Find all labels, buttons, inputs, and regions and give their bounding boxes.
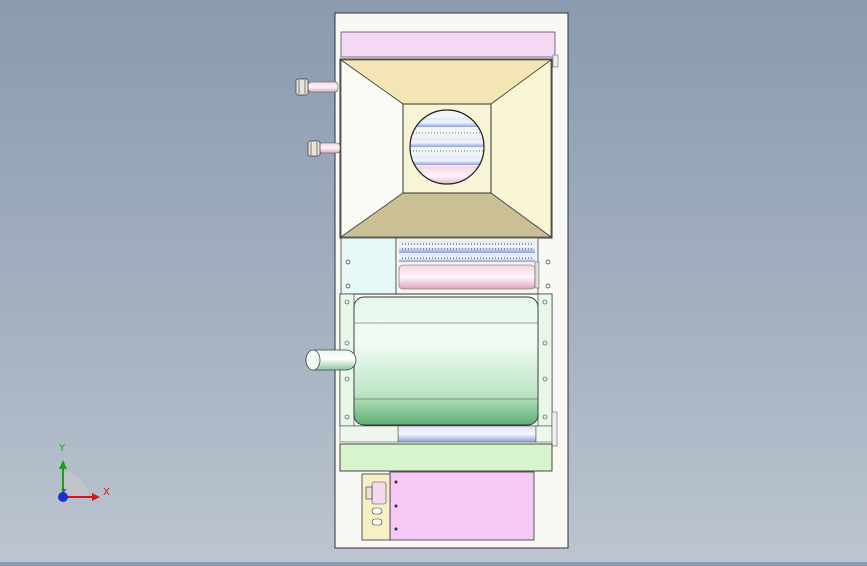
coordinate-triad-icon xyxy=(58,460,100,502)
coil-bank[interactable] xyxy=(395,237,540,295)
valve-fitting-icon[interactable] xyxy=(295,78,339,96)
axis-z-label: Z xyxy=(61,488,67,497)
pipe-stub-icon[interactable] xyxy=(305,349,357,371)
axis-x-label: X xyxy=(103,487,110,498)
axis-y-label: Y xyxy=(59,443,66,454)
mount-bracket[interactable] xyxy=(361,473,391,541)
blower-cylinder[interactable] xyxy=(353,296,539,426)
lower-magenta-box[interactable] xyxy=(389,471,535,541)
top-pink-bar[interactable] xyxy=(340,31,556,58)
circular-coil-window[interactable] xyxy=(405,109,489,186)
green-base-plate[interactable] xyxy=(339,443,553,472)
valve-fitting-icon[interactable] xyxy=(307,140,341,157)
bottom-blue-pipe[interactable] xyxy=(397,425,537,443)
middle-cyan-panel[interactable] xyxy=(340,237,397,295)
